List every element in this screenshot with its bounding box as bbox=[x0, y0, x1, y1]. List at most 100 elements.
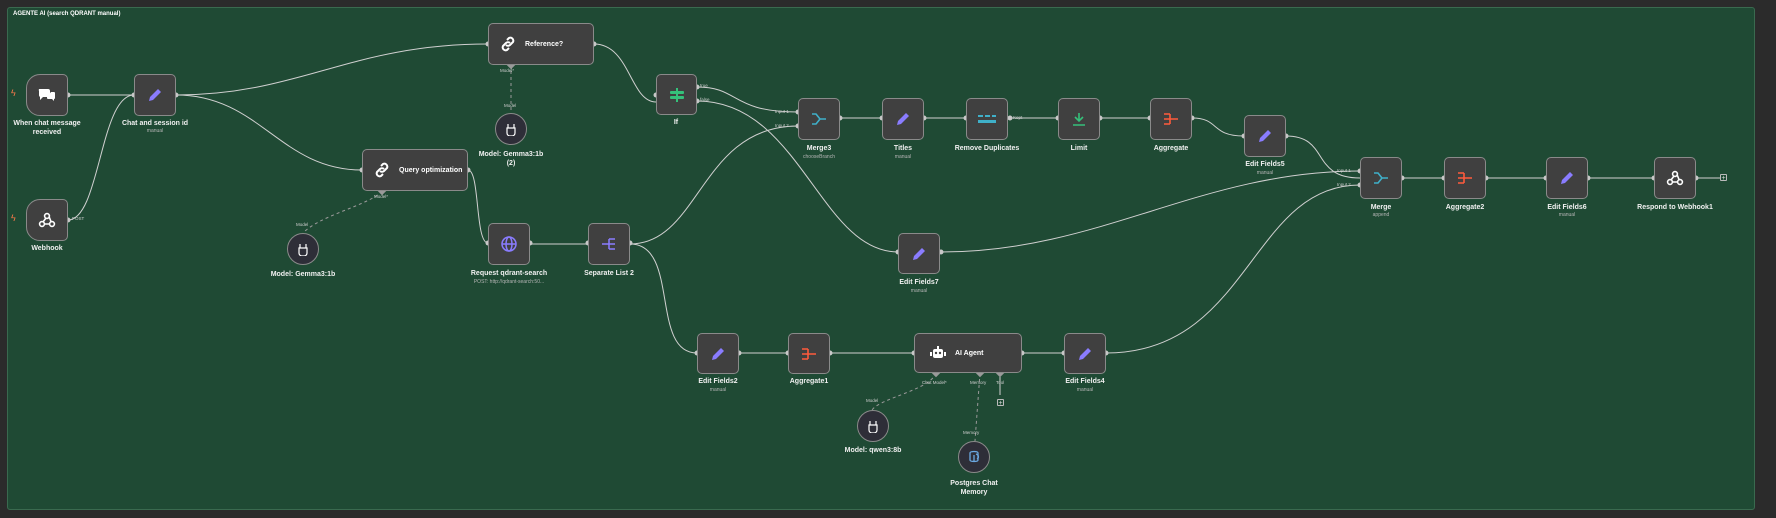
node-ai-agent[interactable]: AI Agent bbox=[914, 333, 1022, 373]
node-request-qdrant[interactable] bbox=[488, 223, 530, 265]
node-label: Query optimization bbox=[399, 166, 463, 174]
link-icon bbox=[501, 36, 515, 52]
node-label: Limit bbox=[1070, 145, 1088, 152]
node-label: Model: Gemma3:1b (2) bbox=[478, 151, 544, 167]
node-aggregate1[interactable] bbox=[788, 333, 830, 374]
port-label: Model* bbox=[374, 194, 389, 199]
node-model-gemma[interactable] bbox=[287, 233, 319, 265]
port-label: Input 2 bbox=[775, 123, 789, 128]
node-label: Edit Fields2 bbox=[698, 378, 738, 385]
port-label: Memory bbox=[963, 430, 980, 435]
port-label: Memory bbox=[970, 380, 987, 385]
trigger-bolt-icon: ϟ bbox=[11, 88, 16, 98]
globe-icon bbox=[501, 236, 517, 252]
connection bbox=[467, 169, 489, 244]
node-label: Postgres Chat Memory bbox=[950, 480, 998, 496]
limit-icon bbox=[1073, 113, 1085, 126]
node-label: Chat and session id bbox=[121, 120, 189, 127]
node-titles[interactable] bbox=[882, 98, 924, 140]
add-tool-button[interactable]: + bbox=[997, 399, 1004, 407]
chat-icon bbox=[38, 89, 55, 101]
node-sublabel: chooseBranch bbox=[803, 154, 835, 160]
node-chat-session[interactable] bbox=[134, 74, 176, 116]
node-label: If bbox=[673, 119, 679, 126]
node-label: Edit Fields7 bbox=[899, 279, 939, 286]
node-model-gemma-2[interactable] bbox=[495, 113, 527, 145]
connection bbox=[629, 243, 698, 354]
remove-dup-icon bbox=[978, 115, 996, 123]
add-node-button[interactable]: + bbox=[1720, 174, 1727, 182]
node-edit-fields5[interactable] bbox=[1244, 115, 1286, 157]
connection bbox=[1191, 117, 1245, 137]
port-label: Input 1 bbox=[1337, 168, 1351, 173]
connection bbox=[593, 43, 657, 103]
node-sublabel: manual bbox=[1558, 212, 1576, 218]
node-query-optimization[interactable]: Query optimization bbox=[362, 149, 468, 191]
port-label: Model bbox=[296, 222, 309, 227]
port-label: Input 2 bbox=[1337, 182, 1351, 187]
node-label: Edit Fields6 bbox=[1547, 204, 1587, 211]
merge-icon bbox=[1374, 172, 1388, 184]
sub-connection bbox=[302, 190, 383, 234]
pencil-icon bbox=[897, 113, 909, 125]
node-label: Remove Duplicates bbox=[954, 145, 1020, 152]
node-limit[interactable] bbox=[1058, 98, 1100, 140]
node-postgres-memory[interactable] bbox=[958, 441, 990, 473]
sub-connection bbox=[974, 372, 981, 442]
connection bbox=[1105, 184, 1361, 354]
node-merge[interactable] bbox=[1360, 157, 1402, 199]
node-aggregate2[interactable] bbox=[1444, 157, 1486, 199]
node-edit-fields6[interactable] bbox=[1546, 157, 1588, 199]
node-label: When chat message received bbox=[13, 120, 81, 136]
port-label: true bbox=[700, 83, 708, 88]
node-label: AI Agent bbox=[955, 349, 984, 357]
node-sublabel: append bbox=[1372, 212, 1390, 218]
pencil-icon bbox=[1079, 347, 1091, 360]
webhook-icon bbox=[1666, 170, 1684, 186]
node-label: Aggregate1 bbox=[789, 378, 829, 385]
aggregate-icon bbox=[1458, 172, 1472, 184]
port-label: Model bbox=[504, 103, 517, 108]
node-label: Respond to Webhook1 bbox=[1637, 204, 1713, 211]
node-label: Reference? bbox=[525, 40, 564, 48]
node-webhook[interactable] bbox=[26, 199, 68, 241]
node-sublabel: POST: http://qdrant-search:50... bbox=[473, 279, 545, 285]
node-remove-duplicates[interactable] bbox=[966, 98, 1008, 140]
node-merge3[interactable] bbox=[798, 98, 840, 140]
node-sublabel: manual bbox=[146, 128, 164, 134]
port-label: false bbox=[700, 97, 710, 102]
connection bbox=[940, 170, 1361, 253]
node-label: Edit Fields5 bbox=[1245, 161, 1285, 168]
pencil-icon bbox=[1259, 130, 1271, 142]
node-reference[interactable]: Reference? bbox=[488, 23, 594, 65]
postgres-icon bbox=[969, 450, 980, 463]
sticky-note-title: AGENTE AI (search QDRANT manual) bbox=[13, 11, 121, 17]
node-edit-fields7[interactable] bbox=[898, 233, 940, 274]
node-separate-list[interactable] bbox=[588, 223, 630, 265]
node-chat-trigger[interactable] bbox=[26, 74, 68, 116]
connection bbox=[175, 94, 363, 171]
connection bbox=[696, 100, 899, 253]
port-label: Kept bbox=[1013, 115, 1023, 120]
node-label: Model: Gemma3:1b bbox=[270, 271, 336, 278]
robot-icon bbox=[930, 346, 946, 358]
pencil-icon bbox=[913, 247, 925, 260]
pencil-icon bbox=[712, 347, 724, 360]
connection bbox=[629, 125, 799, 245]
node-if[interactable] bbox=[656, 74, 697, 115]
node-edit-fields4[interactable] bbox=[1064, 333, 1106, 374]
node-label: Titles bbox=[893, 145, 913, 152]
node-sublabel: manual bbox=[709, 387, 727, 393]
node-sublabel: manual bbox=[1256, 170, 1274, 176]
merge-icon bbox=[812, 113, 826, 125]
sub-connection bbox=[871, 372, 937, 411]
node-respond-webhook[interactable] bbox=[1654, 157, 1696, 199]
node-model-qwen[interactable] bbox=[857, 410, 889, 442]
node-edit-fields2[interactable] bbox=[697, 333, 739, 374]
node-aggregate[interactable] bbox=[1150, 98, 1192, 140]
connection bbox=[175, 43, 489, 96]
node-label: Merge bbox=[1370, 204, 1392, 211]
port-label: Chat Model* bbox=[922, 380, 947, 385]
